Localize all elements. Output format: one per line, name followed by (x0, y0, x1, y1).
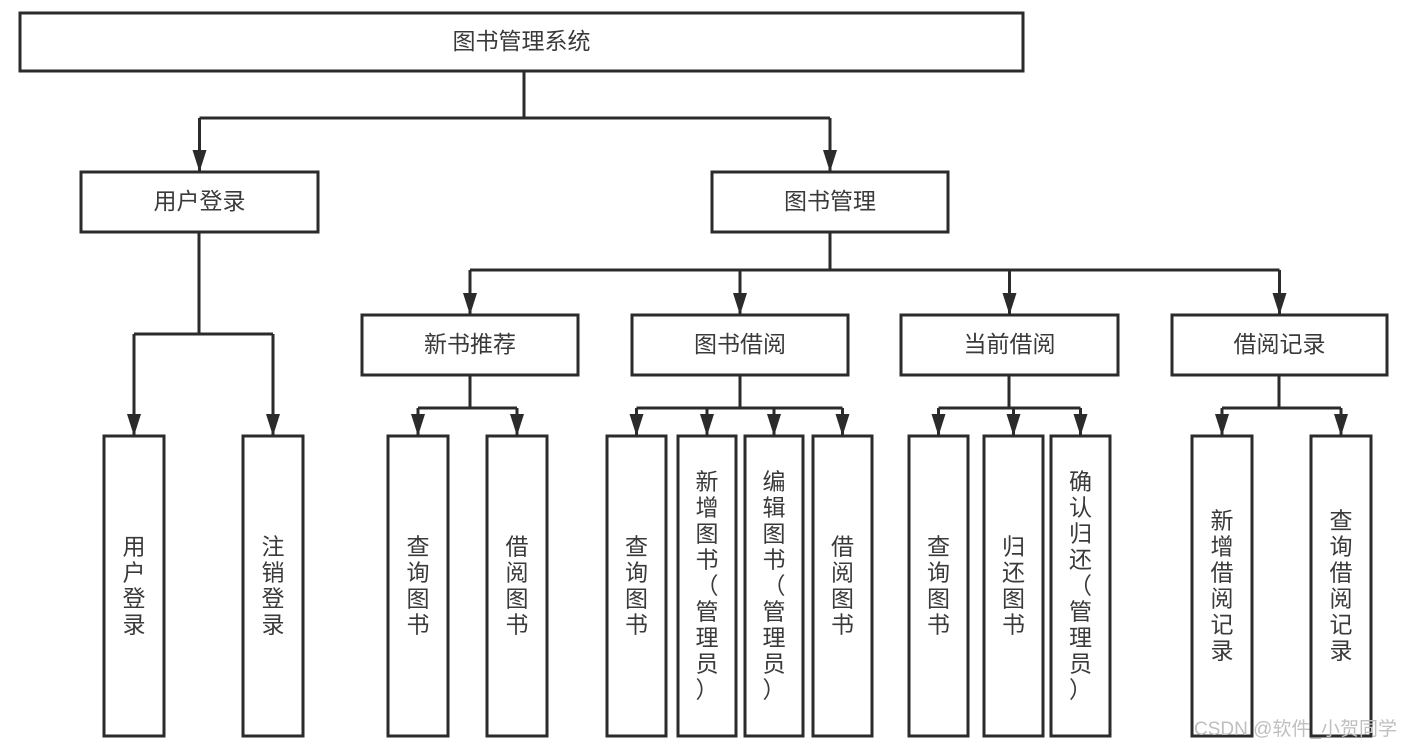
node-box-leaf-add-record (1190, 434, 1254, 738)
connector-group-root (192, 71, 837, 172)
arrow-head-icon (733, 293, 747, 315)
node-label-leaf-query-book-2: 查询图书 (625, 533, 648, 637)
node-box-leaf-query-book-3 (907, 434, 970, 738)
node-label-book-manage: 图书管理 (784, 188, 876, 214)
node-label-leaf-user-login: 用户登录 (123, 533, 146, 637)
node-box-book-borrow (630, 313, 850, 377)
arrow-head-icon (127, 414, 141, 436)
node-box-leaf-query-record (1309, 434, 1373, 738)
node-book-manage[interactable]: 图书管理 (710, 170, 950, 234)
arrow-head-icon (1002, 293, 1017, 315)
node-box-leaf-borrow-book-2 (811, 434, 874, 738)
arrow-head-icon (266, 414, 280, 436)
arrow-head-icon (629, 414, 644, 436)
node-box-leaf-user-login (102, 434, 166, 738)
node-leaf-add-record[interactable]: 新增借阅记录 (1190, 434, 1254, 738)
node-box-leaf-query-book-2 (605, 434, 668, 738)
node-label-leaf-borrow-book-2: 借阅图书 (831, 533, 854, 637)
arrow-head-icon (411, 414, 425, 436)
node-label-new-book-rec: 新书推荐 (424, 331, 516, 357)
arrow-head-icon (1334, 414, 1348, 436)
node-label-current-borrow: 当前借阅 (964, 331, 1056, 357)
node-label-leaf-query-book-3: 查询图书 (927, 533, 950, 637)
node-user-login[interactable]: 用户登录 (79, 170, 320, 234)
arrow-head-icon (192, 150, 207, 172)
arrow-head-icon (700, 414, 714, 436)
connector-layer (127, 71, 1348, 436)
node-box-book-manage (710, 170, 950, 234)
node-label-borrow-record: 借阅记录 (1234, 331, 1326, 357)
node-leaf-add-book[interactable]: 新增图书（管理员） (676, 434, 738, 738)
connector-group-current-borrow (931, 375, 1088, 436)
node-label-leaf-borrow-book-1: 借阅图书 (506, 533, 529, 637)
node-box-leaf-borrow-book-1 (485, 434, 549, 738)
node-label-leaf-add-record: 新增借阅记录 (1211, 507, 1234, 663)
node-leaf-query-book-1[interactable]: 查询图书 (386, 434, 450, 738)
node-leaf-query-record[interactable]: 查询借阅记录 (1309, 434, 1373, 738)
node-label-leaf-edit-book: 编辑图书（管理员） (763, 468, 786, 702)
node-label-leaf-query-book-1: 查询图书 (407, 533, 430, 637)
node-layer: 图书管理系统用户登录图书管理新书推荐图书借阅当前借阅借阅记录用户登录注销登录查询… (18, 11, 1389, 738)
node-label-leaf-confirm-return: 确认归还（管理员） (1069, 468, 1092, 702)
arrow-head-icon (463, 293, 477, 315)
node-borrow-record[interactable]: 借阅记录 (1170, 313, 1389, 377)
arrow-head-icon (823, 150, 837, 172)
node-box-new-book-rec (360, 313, 580, 377)
node-new-book-rec[interactable]: 新书推荐 (360, 313, 580, 377)
node-box-leaf-return-book (982, 434, 1045, 738)
node-box-leaf-add-book (676, 434, 738, 738)
node-label-root: 图书管理系统 (453, 28, 591, 54)
node-leaf-edit-book[interactable]: 编辑图书（管理员） (743, 434, 805, 738)
arrow-head-icon (510, 414, 524, 436)
node-label-leaf-return-book: 归还图书 (1002, 533, 1025, 637)
arrow-head-icon (835, 414, 850, 436)
node-leaf-query-book-2[interactable]: 查询图书 (605, 434, 668, 738)
node-label-leaf-add-book: 新增图书（管理员） (696, 468, 719, 702)
node-leaf-return-book[interactable]: 归还图书 (982, 434, 1045, 738)
node-label-leaf-query-record: 查询借阅记录 (1330, 507, 1353, 663)
node-leaf-borrow-book-1[interactable]: 借阅图书 (485, 434, 549, 738)
node-leaf-confirm-return[interactable]: 确认归还（管理员） (1049, 434, 1112, 738)
arrow-head-icon (767, 414, 781, 436)
arrow-head-icon (1073, 414, 1088, 436)
node-root[interactable]: 图书管理系统 (18, 11, 1025, 73)
node-label-user-login: 用户登录 (154, 188, 246, 214)
connector-group-book-borrow (629, 375, 850, 436)
arrow-head-icon (931, 414, 946, 436)
node-box-borrow-record (1170, 313, 1389, 377)
node-box-leaf-query-book-1 (386, 434, 450, 738)
node-label-leaf-user-logout: 注销登录 (262, 533, 285, 637)
node-leaf-query-book-3[interactable]: 查询图书 (907, 434, 970, 738)
connector-group-new-book-rec (411, 375, 524, 436)
connector-group-user-login (127, 232, 280, 436)
arrow-head-icon (1006, 414, 1021, 436)
node-box-root (18, 11, 1025, 73)
node-label-book-borrow: 图书借阅 (694, 331, 786, 357)
node-leaf-user-login[interactable]: 用户登录 (102, 434, 166, 738)
arrow-head-icon (1215, 414, 1229, 436)
node-box-user-login (79, 170, 320, 234)
node-leaf-user-logout[interactable]: 注销登录 (241, 434, 305, 738)
connector-group-book-manage (463, 232, 1287, 315)
node-book-borrow[interactable]: 图书借阅 (630, 313, 850, 377)
node-box-current-borrow (899, 313, 1120, 377)
node-current-borrow[interactable]: 当前借阅 (899, 313, 1120, 377)
connector-group-borrow-record (1215, 375, 1348, 436)
node-leaf-borrow-book-2[interactable]: 借阅图书 (811, 434, 874, 738)
node-box-leaf-edit-book (743, 434, 805, 738)
node-box-leaf-user-logout (241, 434, 305, 738)
node-box-leaf-confirm-return (1049, 434, 1112, 738)
arrow-head-icon (1272, 293, 1287, 315)
